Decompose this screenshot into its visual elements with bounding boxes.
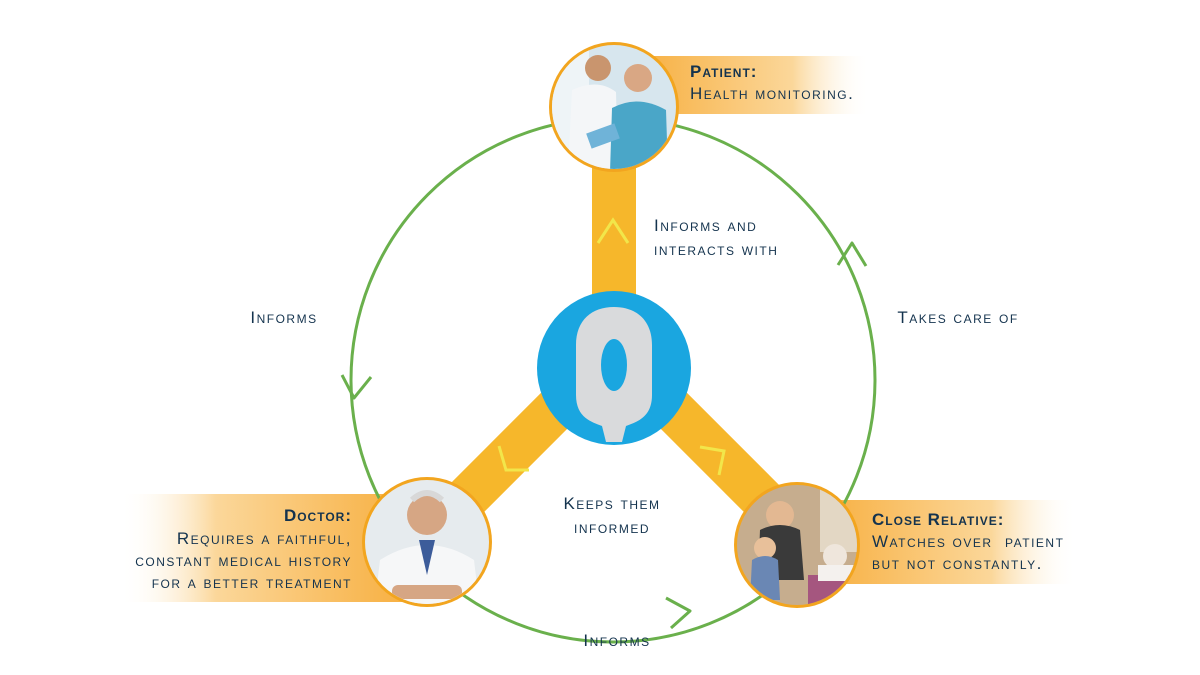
patient-photo-node[interactable]: [549, 42, 679, 172]
doctor-desc-line-1: Requires a faithful,: [177, 529, 352, 548]
edge-label-center-patient-line-2: interacts with: [654, 240, 778, 259]
edge-label-center-patient-line-1: Informs and: [654, 216, 757, 235]
relative-photo-node[interactable]: [734, 482, 860, 610]
doctor-and-patient-photo: [552, 45, 676, 169]
doctor-photo: [365, 480, 489, 604]
edge-label-doctor-relative: Informs: [583, 631, 650, 650]
cycle-arrow-right-icon: [836, 241, 868, 267]
edge-label-patient-doctor: Informs: [250, 308, 317, 327]
cycle-arrow-left-icon: [340, 374, 373, 400]
edge-label-center-others-line-2: informed: [574, 518, 650, 537]
doctor-title: Doctor:: [284, 506, 352, 525]
patient-desc-line-1: Health monitoring.: [690, 84, 854, 103]
edge-label-center-others-line-1: Keeps them: [563, 494, 660, 513]
doctor-desc-line-2: constant medical history: [135, 551, 352, 570]
relative-title: Close Relative:: [872, 510, 1004, 529]
doctor-desc-line-3: for a better treatment: [152, 573, 352, 592]
spoke-arrow-doctor-icon: [497, 445, 529, 472]
edge-label-relative-patient: Takes care of: [897, 308, 1018, 327]
patient-title: Patient:: [690, 62, 757, 81]
device-logo: [537, 291, 691, 445]
spoke-arrow-up-icon: [596, 217, 630, 244]
family-with-elder-photo: [737, 485, 857, 605]
spoke-arrow-relative-icon: [699, 445, 726, 476]
relative-desc-line-2: but not constantly.: [872, 554, 1043, 573]
spoke-to-relative: [642, 379, 794, 531]
cycle-arrow-bottom-icon: [665, 596, 692, 630]
relative-desc-line-1: Watches over patient: [872, 532, 1064, 551]
doctor-photo-node[interactable]: [362, 477, 492, 610]
